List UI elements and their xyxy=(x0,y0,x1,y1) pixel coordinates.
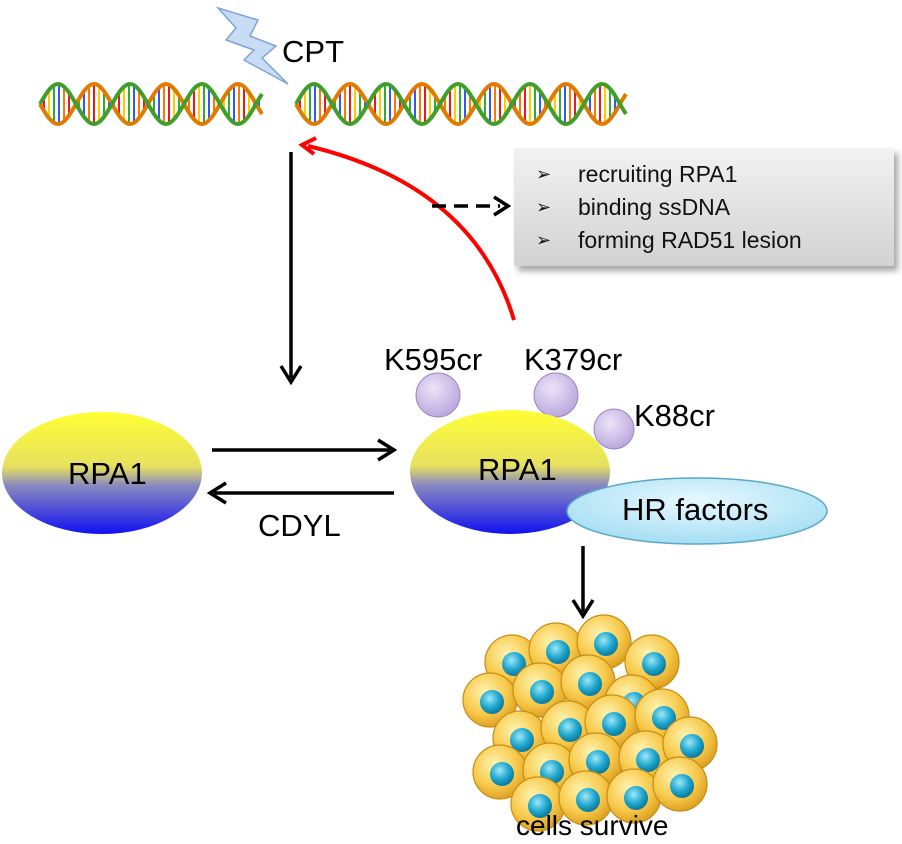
cell-nucleus xyxy=(558,718,582,742)
k595cr-label: K595cr xyxy=(384,342,483,377)
cell-nucleus xyxy=(510,728,534,752)
cell-nucleus xyxy=(578,672,602,696)
cell-cluster-icon xyxy=(462,614,718,832)
cell-nucleus xyxy=(576,788,600,812)
dna-backbone xyxy=(38,81,264,127)
crotonyl-site-k88-icon xyxy=(593,408,635,450)
cpt-label: CPT xyxy=(282,34,344,69)
rpa1-right-ellipse xyxy=(410,410,610,534)
cell-nucleus xyxy=(480,690,504,714)
arrow-bullet-icon: ➢ xyxy=(536,164,552,184)
cell-nucleus xyxy=(602,712,626,736)
bullet-text: forming RAD51 lesion xyxy=(578,227,802,253)
dna-strand-right-icon xyxy=(294,81,628,127)
crotonyl-site-k595-icon xyxy=(415,372,461,418)
dna-strand-left-icon xyxy=(38,81,264,127)
cell-nucleus xyxy=(490,762,514,786)
cell-nucleus xyxy=(642,652,666,676)
cell-nucleus xyxy=(502,652,526,676)
hr-factors-label: HR factors xyxy=(622,492,769,527)
list-item: ➢ binding ssDNA xyxy=(536,191,894,224)
k88cr-label: K88cr xyxy=(634,398,715,433)
cell-nucleus xyxy=(624,786,648,810)
bullet-text: recruiting RPA1 xyxy=(578,161,738,187)
list-item: ➢ recruiting RPA1 xyxy=(536,158,894,191)
rpa1-left-label: RPA1 xyxy=(68,456,147,491)
red-feedback-arrow xyxy=(307,144,516,321)
cell-nucleus xyxy=(530,680,554,704)
cdyl-label: CDYL xyxy=(258,508,341,543)
rpa1-left-ellipse xyxy=(2,412,202,534)
dna-backbone xyxy=(294,81,628,127)
arrow-bullet-icon: ➢ xyxy=(536,230,552,250)
cell-nucleus xyxy=(528,794,552,818)
k379cr-label: K379cr xyxy=(524,342,623,377)
crotonyl-site-k379-icon xyxy=(533,372,579,418)
cell-nucleus xyxy=(586,750,610,774)
cell-nucleus xyxy=(652,706,676,730)
function-box: ➢ recruiting RPA1 ➢ binding ssDNA ➢ forming… xyxy=(514,148,894,266)
dna-backbone xyxy=(294,81,628,127)
cells-survive-label: cells survive xyxy=(516,810,669,841)
rpa1-right-label: RPA1 xyxy=(478,452,557,487)
list-item: ➢ forming RAD51 lesion xyxy=(536,224,894,257)
hr-factors-ellipse xyxy=(566,477,828,545)
cell-nucleus xyxy=(594,632,618,656)
cell-nucleus xyxy=(636,748,660,772)
cell-nucleus xyxy=(546,640,570,664)
lightning-icon xyxy=(215,6,289,85)
bullet-text: binding ssDNA xyxy=(578,194,731,220)
cell-nucleus xyxy=(680,734,704,758)
cell-nucleus xyxy=(670,774,694,798)
arrow-bullet-icon: ➢ xyxy=(536,197,552,217)
